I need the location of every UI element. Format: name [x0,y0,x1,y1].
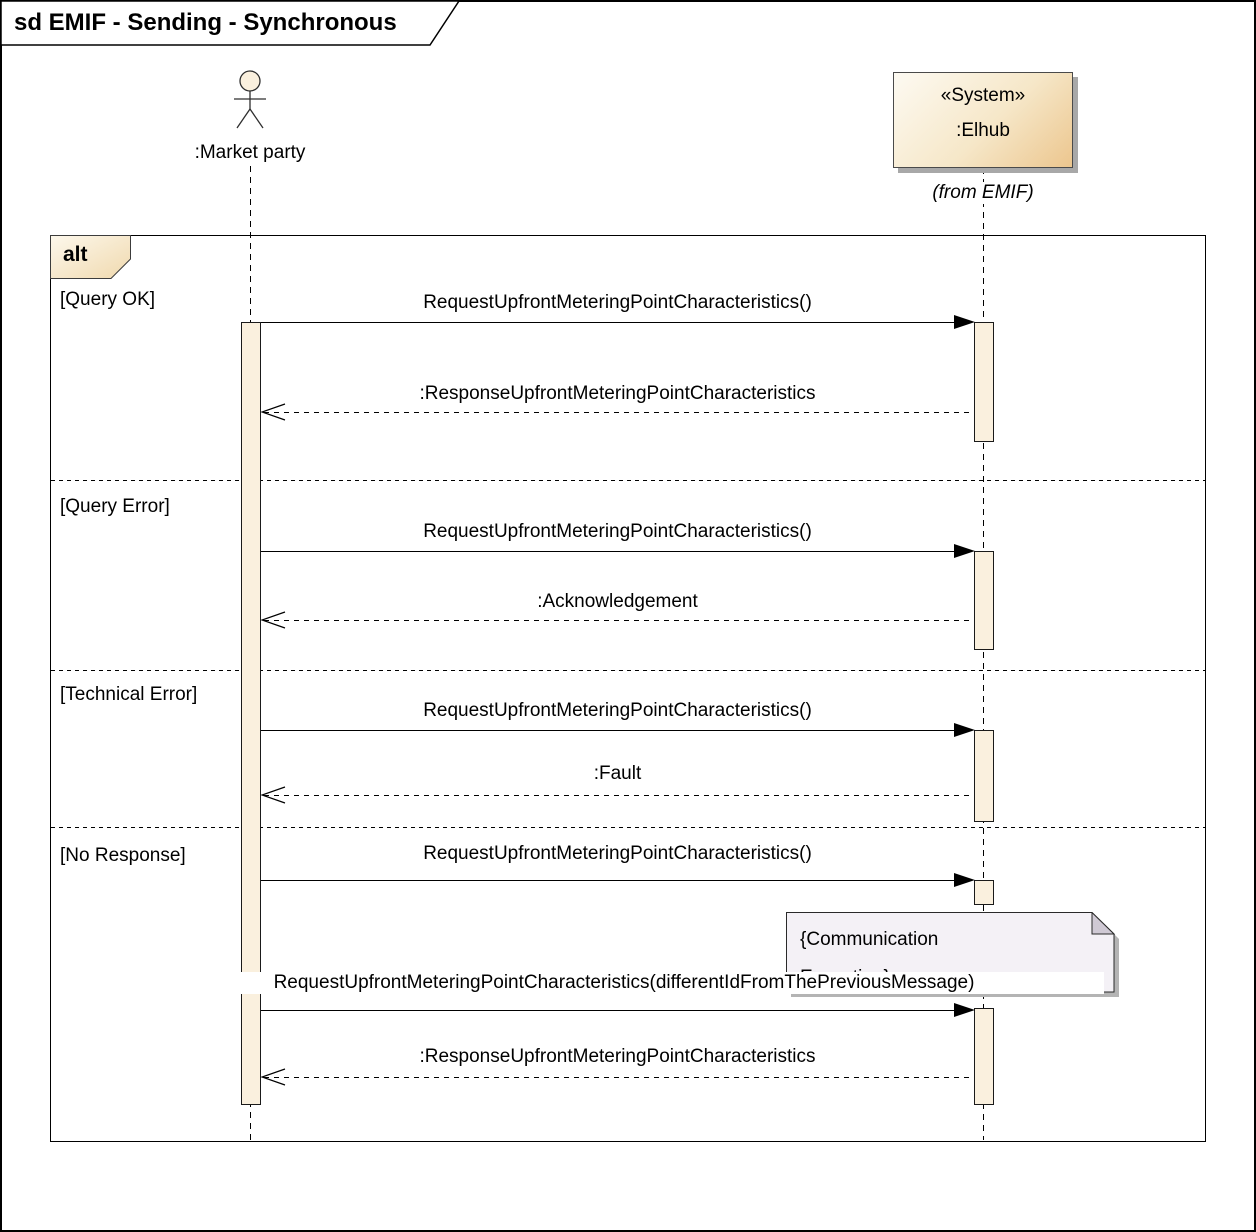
message-retry-label[interactable]: RequestUpfrontMeteringPointCharacteristi… [144,972,1104,994]
arrowhead-open-icon [261,403,286,421]
section-divider-3 [51,827,1205,828]
arrowhead-filled-icon [954,544,975,558]
activation-elhub-4b[interactable] [974,1008,994,1105]
message-request-1-label[interactable]: RequestUpfrontMeteringPointCharacteristi… [423,292,812,313]
message-request-1-line[interactable] [261,322,955,323]
guard-no-response: [No Response] [60,845,186,866]
message-request-2-label[interactable]: RequestUpfrontMeteringPointCharacteristi… [423,521,812,542]
guard-query-ok: [Query OK] [60,289,156,310]
elhub-name: :Elhub [956,120,1010,141]
arrowhead-open-icon [261,1068,286,1086]
message-response-3-line[interactable] [264,795,974,796]
message-request-3-label[interactable]: RequestUpfrontMeteringPointCharacteristi… [423,700,812,721]
message-response-2-line[interactable] [264,620,974,621]
message-response-3-label[interactable]: :Fault [593,763,642,784]
note-line-1: {Communication [800,929,939,950]
system-elhub-box[interactable]: «System» :Elhub [893,72,1073,168]
arrowhead-filled-icon [954,315,975,329]
message-request-3-line[interactable] [261,730,955,731]
message-response-1-label[interactable]: :ResponseUpfrontMeteringPointCharacteris… [419,383,816,404]
diagram-title-tab [0,0,461,46]
message-retry-line[interactable] [261,1010,955,1011]
activation-elhub-3[interactable] [974,730,994,822]
alt-operator-label: alt [63,243,88,266]
guard-query-error: [Query Error] [60,496,170,517]
elhub-origin-label: (from EMIF) [893,182,1073,204]
guard-technical-error: [Technical Error] [60,684,198,705]
message-request-2-line[interactable] [261,551,955,552]
alt-fragment [50,235,1206,1142]
arrowhead-open-icon [261,786,286,804]
activation-elhub-2[interactable] [974,551,994,650]
lifeline-elhub [983,168,984,1140]
actor-icon[interactable] [226,68,274,132]
section-divider-2 [51,670,1205,671]
diagram-title: sd EMIF - Sending - Synchronous [14,9,397,36]
elhub-stereotype: «System» [940,85,1026,106]
message-request-4-label[interactable]: RequestUpfrontMeteringPointCharacteristi… [423,843,812,864]
arrowhead-filled-icon [954,723,975,737]
activation-elhub-4a[interactable] [974,880,994,905]
arrowhead-open-icon [261,611,286,629]
arrowhead-filled-icon [954,1003,975,1017]
actor-market-party-label[interactable]: :Market party [160,142,340,164]
activation-elhub-1[interactable] [974,322,994,442]
message-response-1-line[interactable] [264,412,974,413]
activation-market-party[interactable] [241,322,261,1105]
message-request-4-line[interactable] [261,880,955,881]
message-response-4-label[interactable]: :ResponseUpfrontMeteringPointCharacteris… [419,1046,816,1067]
alt-operator-tab[interactable] [50,235,134,281]
message-response-2-label[interactable]: :Acknowledgement [537,591,698,612]
arrowhead-filled-icon [954,873,975,887]
message-response-4-line[interactable] [264,1077,974,1078]
section-divider-1 [51,480,1205,481]
